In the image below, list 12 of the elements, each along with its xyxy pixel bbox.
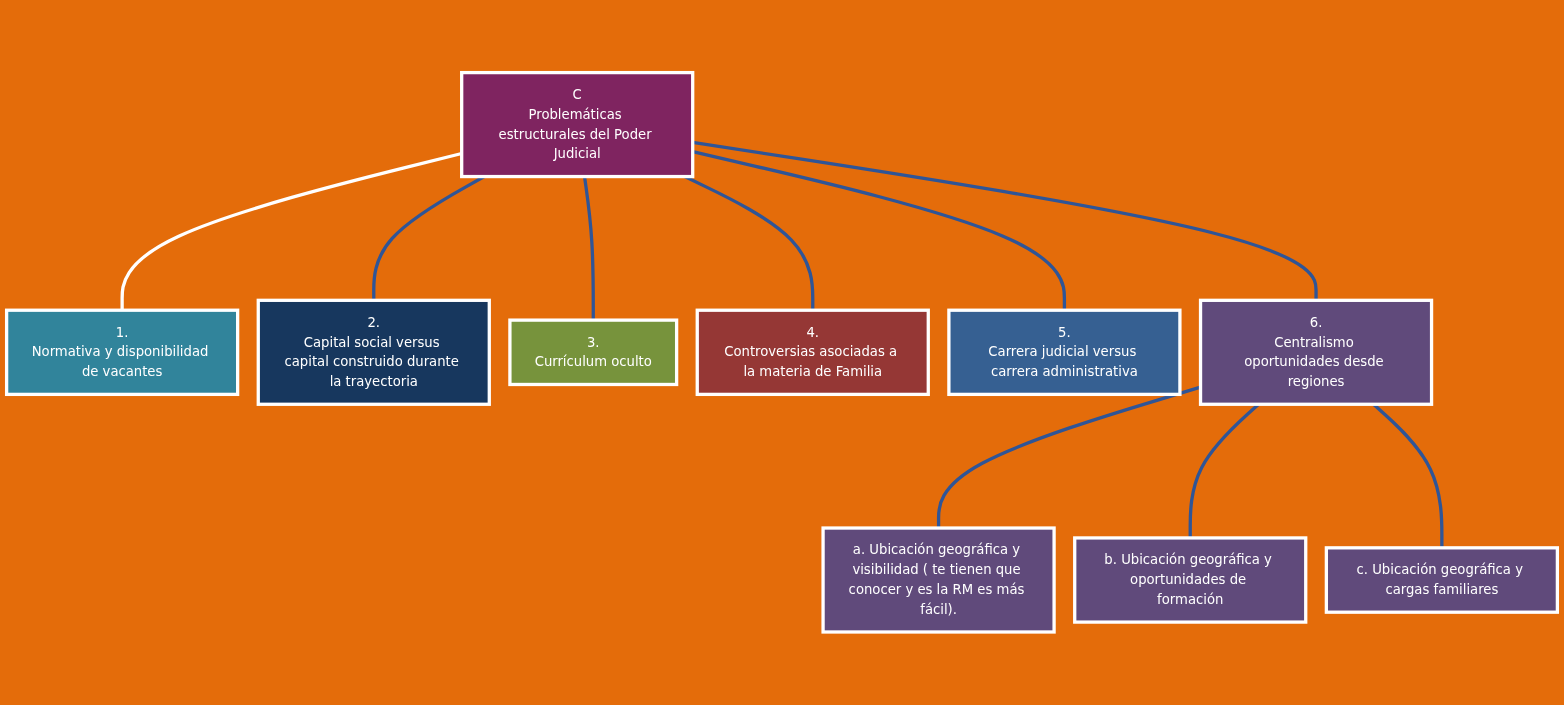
node-box: 4. Controversias asociadas a la materia de Familia bbox=[695, 308, 930, 397]
node-box: c. Ubicación geográfica y cargas familiares bbox=[1324, 546, 1560, 615]
connector bbox=[684, 175, 815, 311]
node-box: 2. Capital social versus capital construido durante la trayectoria bbox=[256, 298, 491, 407]
node-box: a. Ubicación geográfica y visibilidad ( te tienen que conocer y es la RM es más fácil). bbox=[821, 526, 1056, 634]
node-box: 1. Normativa y disponibilidad de vacantes bbox=[4, 308, 240, 397]
node-box: 6. Centralismo oportunidades desde regiones bbox=[1198, 298, 1434, 407]
node-box: 3. Currículum oculto bbox=[508, 318, 679, 387]
node-box: C Problemáticas estructurales del Poder Judicial bbox=[460, 71, 695, 179]
node-box: 5. Carrera judicial versus carrera administrativa bbox=[947, 308, 1182, 397]
connector bbox=[582, 176, 595, 321]
node-box: b. Ubicación geográfica y oportunidades de formación bbox=[1073, 536, 1308, 624]
